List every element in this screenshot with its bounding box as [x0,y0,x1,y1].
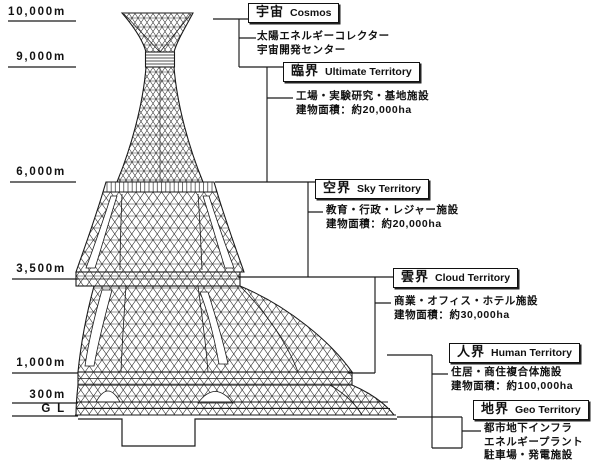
territory-name-en: Sky Territory [357,183,422,195]
desc-line: 建物面積：約20,000ha [326,217,442,230]
height-scale-underlines [8,20,78,417]
territory-name-en: Ultimate Territory [325,66,412,78]
territory-box-cosmos: 宇宙 Cosmos [248,3,340,23]
desc-line: 太陽エネルギーコレクター [257,30,390,42]
height-label-3500m: 3,500m [16,263,66,275]
band-3500m [75,271,241,287]
desc-line: 建物面積：約30,000ha [394,308,510,321]
height-label-gl: G L [41,403,66,415]
desc-line: 宇宙開発センター [257,43,346,56]
territory-name-jp: 宇宙 [256,4,285,19]
territory-desc-sky: 教育・行政・レジャー施設 建物面積：約20,000ha [326,204,459,231]
territory-box-sky: 空界 Sky Territory [315,179,430,199]
desc-line: 商業・オフィス・ホテル施設 [394,295,539,307]
height-label-9000m: 9,000m [16,51,66,63]
territory-name-en: Cosmos [290,7,332,19]
desc-line: 教育・行政・レジャー施設 [326,204,459,216]
desc-line: 都市地下インフラ [484,422,573,434]
height-label-10000m: 10,000m [8,6,66,18]
base-human-territory [75,384,396,416]
territory-name-jp: 雲界 [401,269,430,284]
desc-line: 建物面積：約100,000ha [451,379,574,392]
desc-line: 建物面積：約20,000ha [296,103,412,116]
territory-name-en: Human Territory [491,347,572,359]
label-connector-lines [213,18,481,449]
height-label-6000m: 6,000m [16,166,66,178]
territory-box-geo: 地界 Geo Territory [473,400,589,420]
desc-line: 住居・商住複合体施設 [451,366,562,378]
territory-box-human: 人界 Human Territory [449,343,580,363]
height-label-1000m: 1,000m [16,357,66,369]
neck-band-9000m [144,51,176,68]
bell-cloud-territory [77,285,354,373]
territory-name-jp: 空界 [323,180,352,195]
territory-desc-human: 住居・商住複合体施設 建物面積：約100,000ha [451,366,573,393]
desc-line: エネルギープラント [484,435,584,448]
height-label-300m: 300m [29,389,66,401]
territory-name-jp: 地界 [481,401,510,416]
territory-name-en: Cloud Territory [435,272,511,284]
bell-sky-territory [75,191,245,273]
territory-box-ultimate: 臨界 Ultimate Territory [283,62,420,82]
territory-name-jp: 人界 [457,344,486,359]
collar-6000m [102,181,218,193]
territory-desc-geo: 都市地下インフラ エネルギープラント 駐車場・発電施設 [484,422,583,463]
band-1000m [77,371,353,386]
funnel-top [120,12,194,53]
spire-cone [116,66,204,183]
territory-desc-ultimate: 工場・実験研究・基地施設 建物面積：約20,000ha [296,90,429,117]
territory-desc-cosmos: 太陽エネルギーコレクター 宇宙開発センター [257,30,390,57]
territory-box-cloud: 雲界 Cloud Territory [393,268,519,288]
territory-name-en: Geo Territory [515,404,581,416]
territory-name-jp: 臨界 [291,63,320,78]
desc-line: 駐車場・発電施設 [484,449,573,461]
territory-desc-cloud: 商業・オフィス・ホテル施設 建物面積：約30,000ha [394,295,538,322]
desc-line: 工場・実験研究・基地施設 [296,90,430,102]
underground-outline [78,418,397,447]
